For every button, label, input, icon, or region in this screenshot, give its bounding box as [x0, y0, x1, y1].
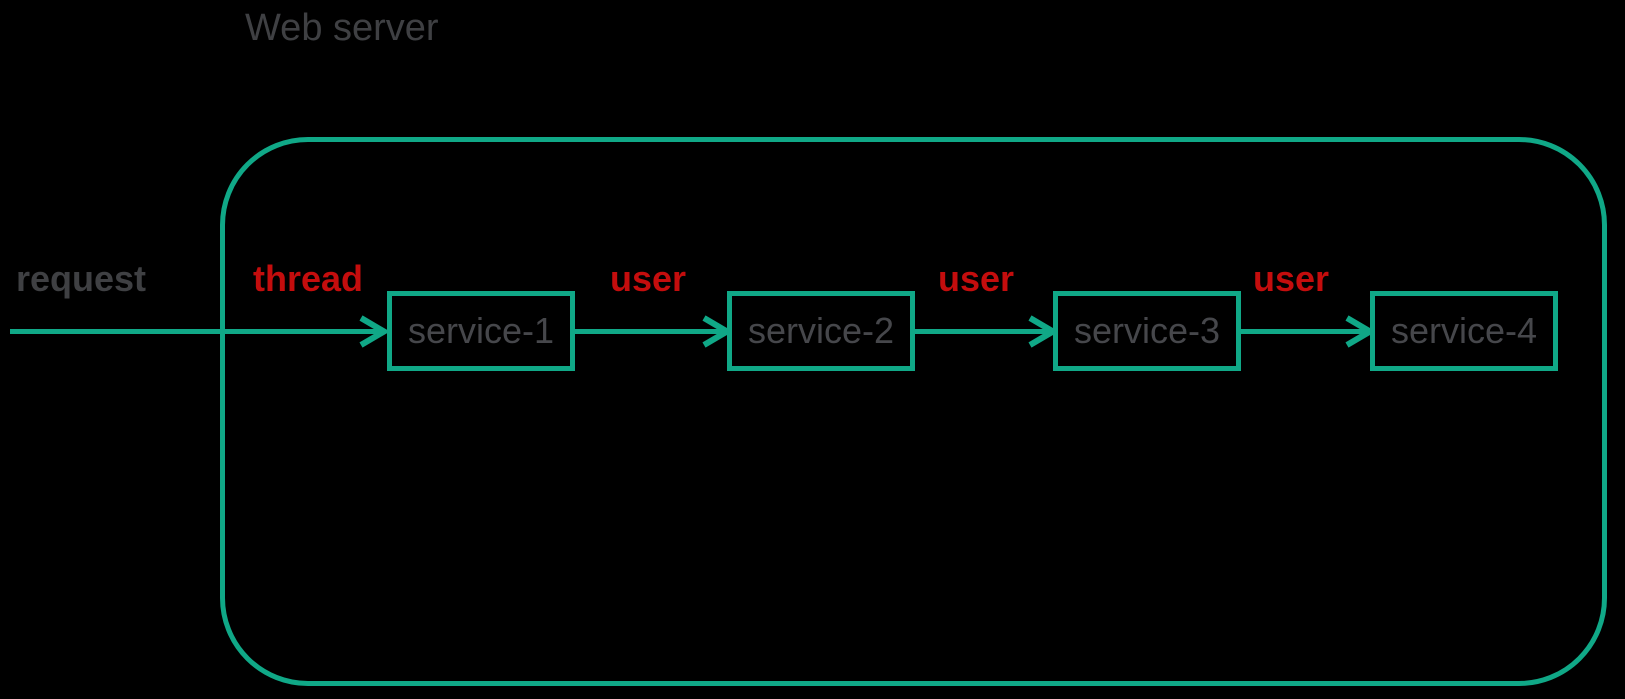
request-label: request — [16, 258, 147, 299]
service-3-label: service-3 — [1073, 310, 1221, 351]
service-4-label: service-4 — [1390, 310, 1538, 351]
service-3-box: service-3 — [1053, 291, 1241, 371]
service-1-box: service-1 — [387, 291, 575, 371]
service-2-label: service-2 — [747, 310, 895, 351]
web-server-boundary-box — [220, 137, 1607, 686]
arrow-request-to-service-1 — [10, 315, 387, 348]
edge-label-user-1: user — [609, 258, 687, 299]
service-4-box: service-4 — [1370, 291, 1558, 371]
arrow-service-1-to-service-2 — [575, 315, 730, 348]
edge-label-thread: thread — [252, 258, 364, 299]
diagram-title: Web server — [245, 7, 439, 49]
edge-label-user-2: user — [937, 258, 1015, 299]
arrow-service-2-to-service-3 — [915, 315, 1056, 348]
edge-label-user-3: user — [1252, 258, 1330, 299]
service-2-box: service-2 — [727, 291, 915, 371]
arrow-service-3-to-service-4 — [1241, 315, 1373, 348]
service-1-label: service-1 — [407, 310, 555, 351]
